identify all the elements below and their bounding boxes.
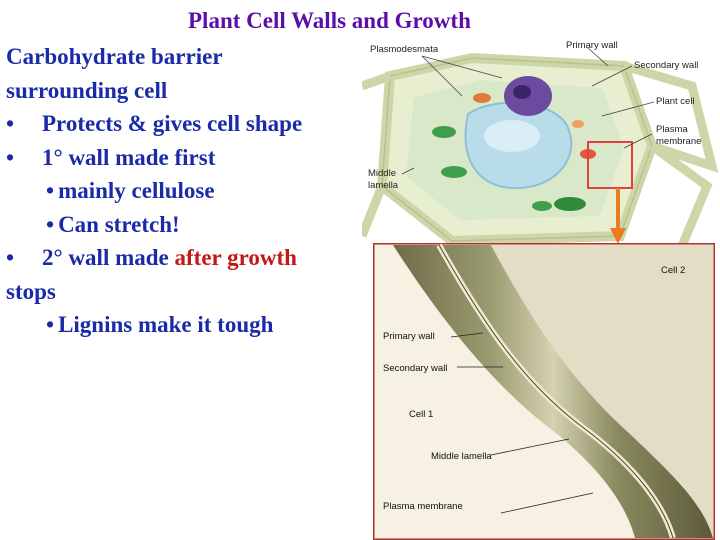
label-secondary-wall-micro: Secondary wall [383, 363, 447, 374]
bullet-glyph: • [6, 144, 15, 170]
label-plant-cell: Plant cell [656, 96, 695, 107]
highlight-text: after growth [174, 245, 297, 270]
bullet-primary-wall: • 1° wall made first [6, 141, 376, 175]
label-secondary-wall: Secondary wall [634, 60, 698, 71]
bullet-secondary-wall: • 2° wall made after growth [6, 241, 376, 275]
bullet-text: 2° wall made [42, 245, 175, 270]
sub-bullet-stretch: •Can stretch! [6, 208, 376, 242]
sub-bullet-text: Lignins make it tough [58, 312, 274, 337]
bullet-glyph: • [6, 111, 15, 136]
label-primary-wall-micro: Primary wall [383, 331, 435, 342]
sub-bullet-glyph: • [46, 211, 55, 237]
wall-band [393, 245, 713, 538]
slide-title: Plant Cell Walls and Growth [188, 8, 471, 33]
sub-bullet-text: Can stretch! [58, 211, 180, 237]
sub-bullet-cellulose: •mainly cellulose [6, 174, 376, 208]
bullet-text-block: Carbohydrate barrier surrounding cell • P… [6, 40, 376, 342]
label-cell1: Cell 1 [409, 409, 433, 420]
label-middle-lamella-micro: Middle lamella [431, 451, 492, 462]
micrograph: Cell 2 Primary wall Secondary wall Cell … [373, 243, 715, 540]
bullet-text: Protects & gives cell shape [42, 111, 303, 136]
sub-bullet-lignins: •Lignins make it tough [6, 308, 376, 342]
label-plasma-membrane-micro: Plasma membrane [383, 501, 463, 512]
bullet-glyph: • [6, 245, 15, 270]
intro-line-2: surrounding cell [6, 77, 168, 103]
label-plasmodesmata: Plasmodesmata [370, 44, 439, 55]
label-plasma-membrane-line1: Plasma [656, 124, 688, 135]
bullet-text: 1° wall made first [42, 144, 216, 170]
sub-bullet-text: mainly cellulose [58, 178, 215, 203]
label-middle-lamella-line1: Middle [368, 168, 396, 179]
cell-diagram: Plasmodesmata Primary wall Secondary wal… [362, 36, 720, 246]
intro-line-1: Carbohydrate barrier [6, 44, 223, 69]
sub-bullet-glyph: • [46, 178, 55, 203]
sub-bullet-glyph: • [46, 312, 55, 337]
label-primary-wall: Primary wall [566, 40, 618, 51]
label-cell2: Cell 2 [661, 265, 685, 276]
label-middle-lamella-line2: lamella [368, 180, 399, 191]
label-plasma-membrane-line2: membrane [656, 136, 701, 147]
continuation-line: stops [6, 278, 56, 304]
bullet-protects: • Protects & gives cell shape [6, 107, 376, 141]
